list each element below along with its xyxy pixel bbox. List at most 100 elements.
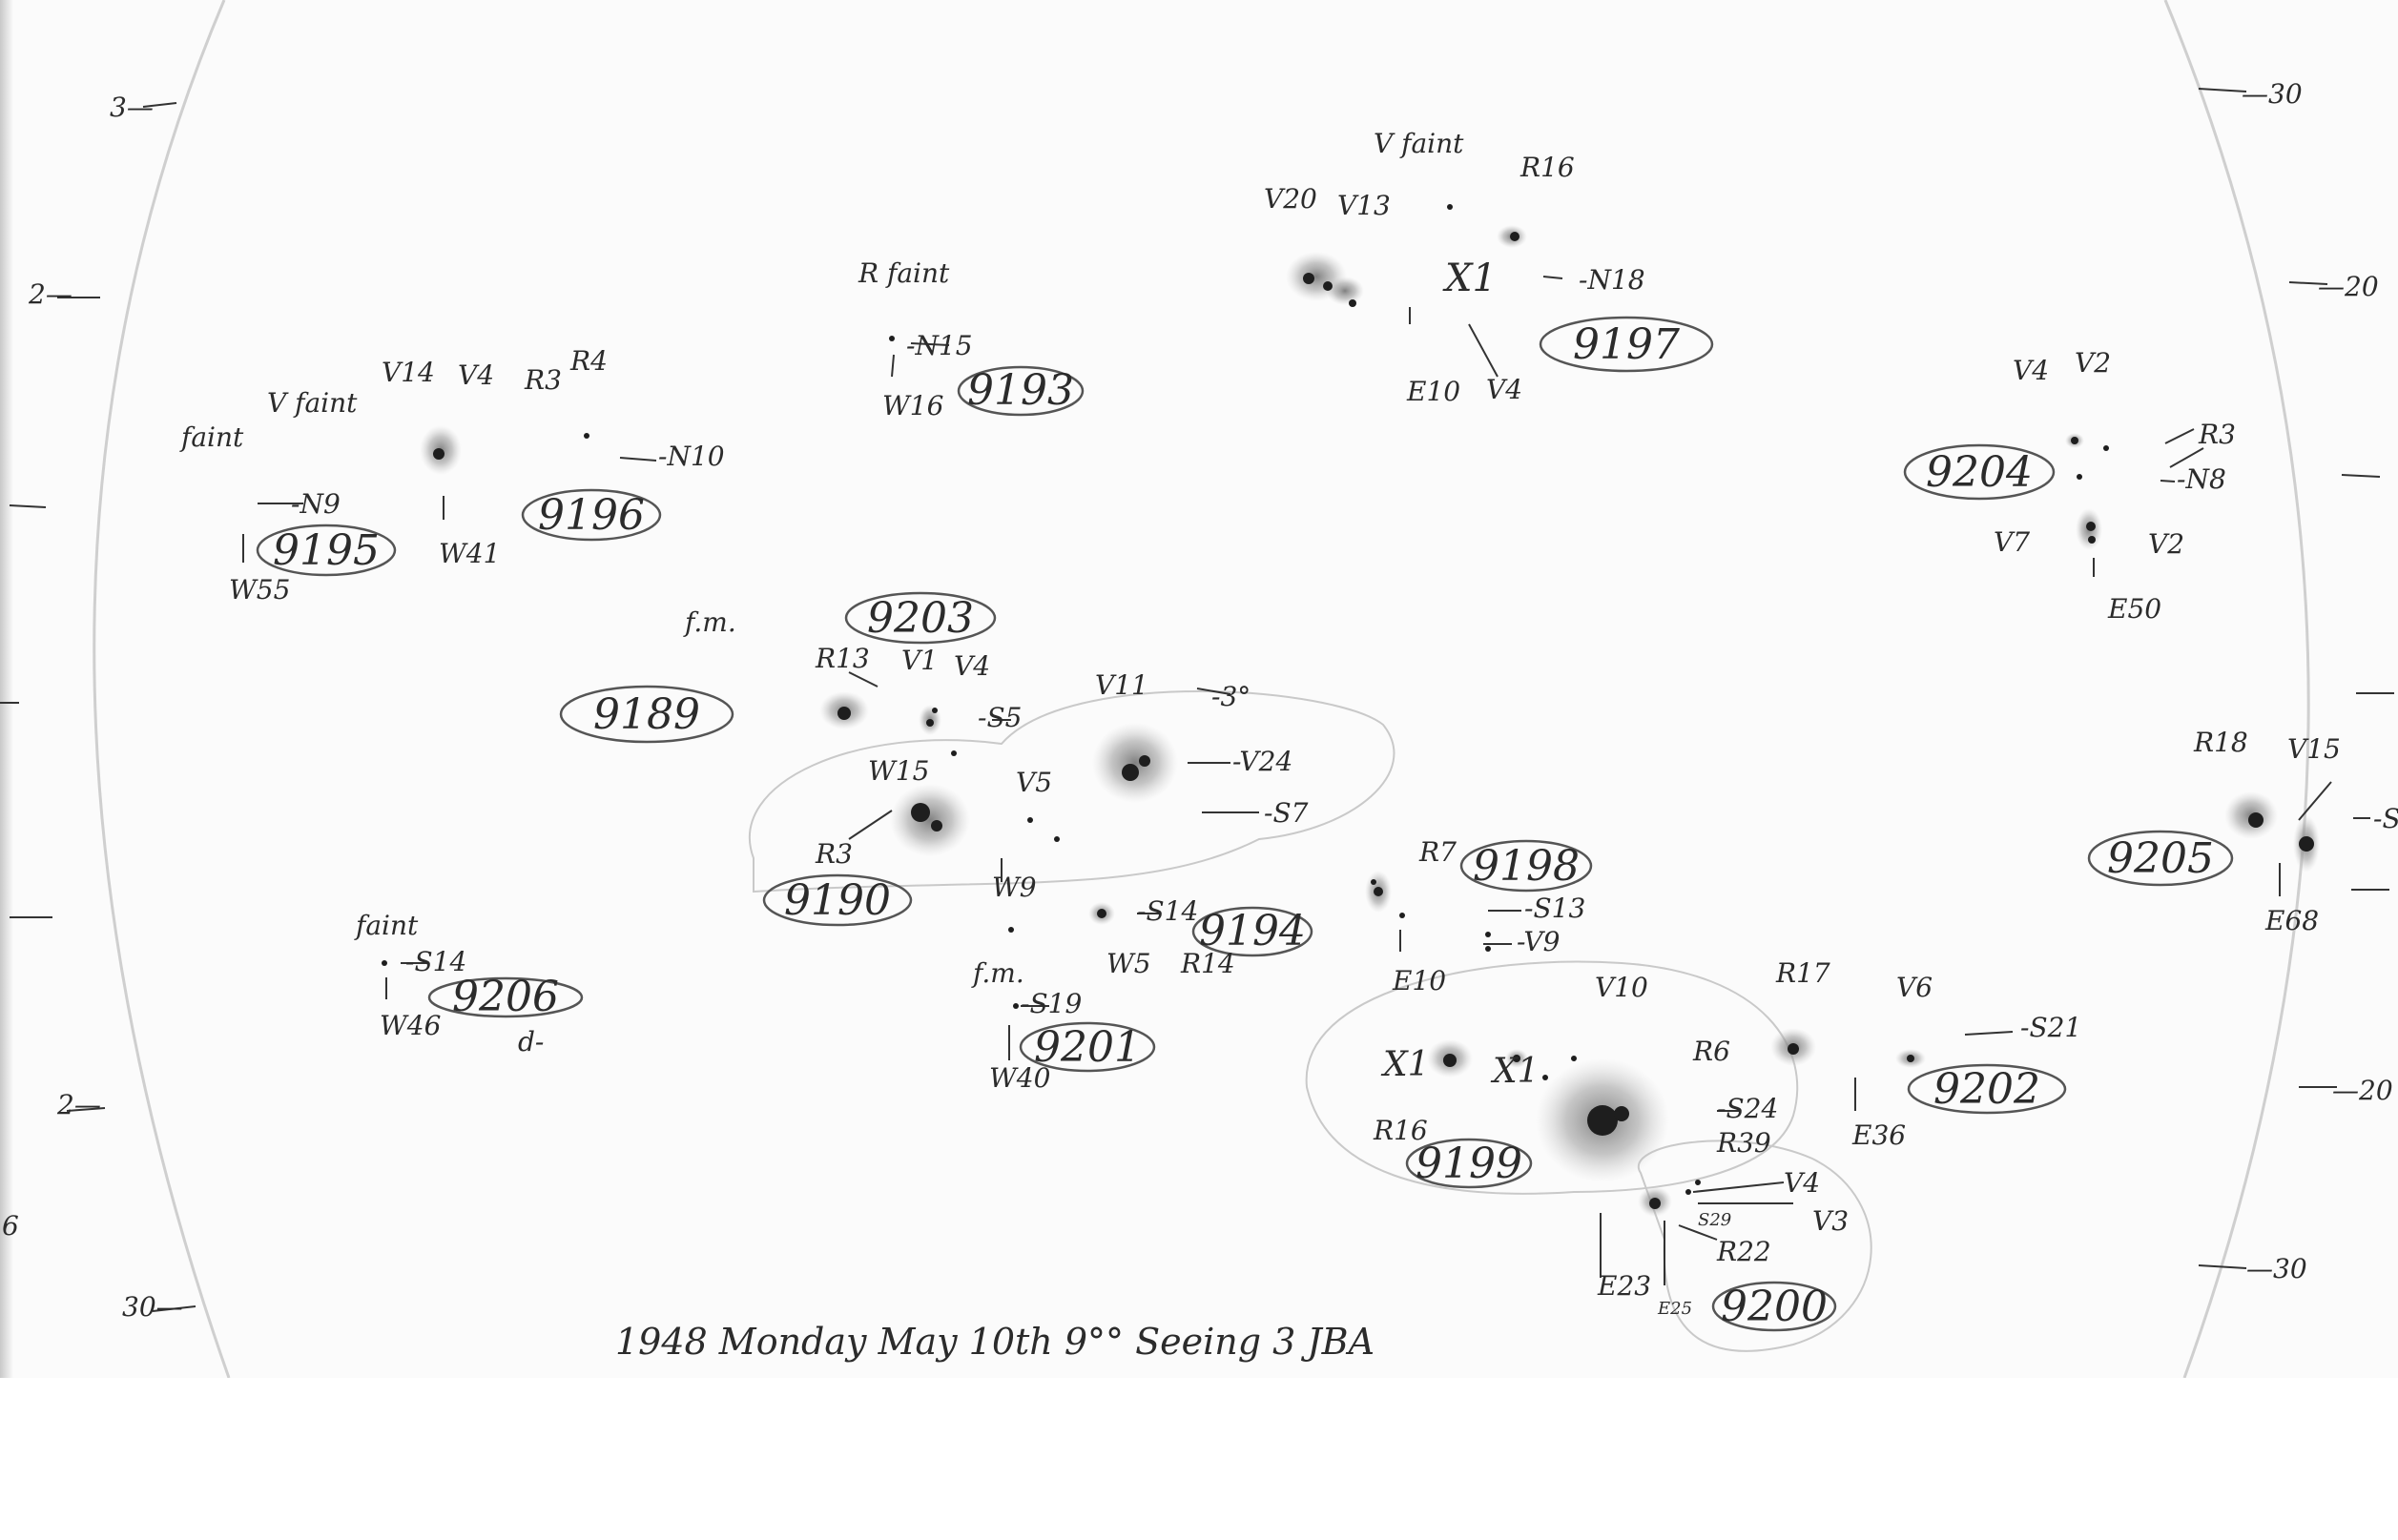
label: R3	[815, 838, 853, 870]
right-scale-label: —30	[2242, 78, 2303, 110]
left-scale-labels: 3— 2— 2— 30— 6	[2, 92, 183, 1323]
region-number-9206: 9206	[452, 973, 559, 1021]
label: R16	[1519, 152, 1575, 183]
label: R22	[1716, 1236, 1771, 1267]
sunspot-drawing: 3— 2— 2— 30— 6 —30 —20 —20 —30	[0, 0, 2398, 1378]
label: R4	[569, 345, 608, 377]
right-scale	[2198, 88, 2394, 1269]
left-scale-label: 2—	[28, 278, 72, 310]
bottom-margin	[0, 1378, 2398, 1540]
label: E68	[2264, 905, 2319, 936]
solar-limb	[93, 0, 231, 1378]
label: -N9	[291, 488, 341, 520]
label: -N10	[658, 441, 725, 472]
label: R16	[1373, 1115, 1428, 1146]
label: -V24	[1232, 746, 1292, 777]
label: V6	[1896, 972, 1933, 1003]
label: R39	[1716, 1127, 1771, 1159]
label: V4	[458, 359, 494, 391]
label: -S14	[405, 946, 466, 977]
label: E25	[1657, 1299, 1692, 1319]
label: V3	[1812, 1205, 1849, 1237]
region-numbers: 9195 9196 9193 9197 9204 9203 9189 9190 …	[273, 320, 2214, 1331]
region-number-9203: 9203	[867, 594, 974, 643]
label: V13	[1337, 190, 1391, 221]
right-scale-label: —30	[2246, 1253, 2307, 1284]
label: -N8	[2177, 463, 2226, 495]
label: -V9	[1517, 926, 1560, 957]
left-scale	[0, 102, 196, 1312]
label: W46	[380, 1010, 441, 1041]
label: W41	[439, 538, 500, 569]
sunspot	[1092, 723, 1178, 803]
right-scale-labels: —30 —20 —20 —30	[2242, 78, 2393, 1284]
region-number-9195: 9195	[273, 526, 380, 575]
label: E36	[1851, 1119, 1906, 1151]
label: W15	[868, 755, 929, 787]
label: W16	[882, 390, 943, 421]
sunspot	[890, 784, 970, 856]
label: X1	[1380, 1045, 1430, 1084]
drawing-caption: 1948 Monday May 10th 9°° Seeing 3 JBA	[615, 1321, 1375, 1363]
label: faint	[179, 421, 244, 453]
left-scale-label: 6	[2, 1210, 19, 1242]
label: -S5	[978, 702, 1022, 733]
left-scale-label: 3—	[110, 92, 154, 123]
label: E10	[1392, 965, 1446, 996]
label: V4	[2013, 355, 2049, 386]
label: R faint	[858, 257, 950, 289]
label: -N15	[906, 330, 973, 361]
label: V faint	[1374, 128, 1464, 159]
label: W40	[989, 1062, 1050, 1094]
region-ovals	[256, 316, 2234, 1332]
label: -S	[2373, 803, 2398, 834]
label: V11	[1095, 669, 1148, 701]
label: f.m.	[683, 606, 736, 638]
label: W55	[229, 574, 290, 606]
label: V4	[1486, 374, 1522, 405]
label: V faint	[267, 387, 358, 419]
left-scale-label: 2—	[56, 1089, 101, 1120]
label: -S21	[2020, 1012, 2081, 1043]
region-number-9196: 9196	[538, 491, 645, 540]
sheet-edge-shadow	[0, 0, 13, 1378]
label: V7	[1994, 526, 2030, 558]
label: -S13	[1524, 893, 1585, 924]
pointer-lines	[242, 276, 2370, 1285]
label: faint	[354, 910, 419, 941]
label: R3	[524, 364, 562, 396]
right-scale-label: —20	[2332, 1075, 2393, 1106]
label: R14	[1180, 948, 1235, 979]
region-number-9201: 9201	[1034, 1023, 1141, 1072]
label: R7	[1418, 836, 1457, 868]
region-number-9190: 9190	[784, 876, 891, 925]
label: X1	[1442, 257, 1497, 300]
region-number-9200: 9200	[1721, 1283, 1828, 1331]
region-number-9189: 9189	[593, 690, 700, 739]
label: R13	[815, 643, 870, 674]
label: V4	[954, 650, 990, 682]
label: -S19	[1021, 988, 1082, 1019]
label: E50	[2107, 593, 2161, 625]
label: d-	[518, 1026, 544, 1057]
label: R6	[1692, 1036, 1730, 1067]
label: V10	[1595, 972, 1648, 1003]
region-number-9194: 9194	[1199, 907, 1306, 955]
label: V15	[2287, 733, 2341, 765]
label: R3	[2198, 419, 2236, 450]
region-number-9202: 9202	[1933, 1065, 2040, 1114]
label: E10	[1406, 376, 1460, 407]
label: -N18	[1579, 264, 1645, 296]
region-number-9205: 9205	[2107, 834, 2214, 883]
label: E23	[1597, 1270, 1651, 1302]
drawing-sheet: 3— 2— 2— 30— 6 —30 —20 —20 —30	[0, 0, 2398, 1378]
label: V4	[1784, 1167, 1820, 1199]
label: -3°	[1211, 681, 1251, 712]
label: V2	[2148, 528, 2184, 560]
solar-limb	[2163, 0, 2310, 1378]
label: -S14	[1137, 895, 1198, 927]
region-number-9204: 9204	[1926, 448, 2033, 497]
region-number-9193: 9193	[967, 366, 1074, 415]
label: V20	[1264, 183, 1317, 215]
region-number-9197: 9197	[1573, 320, 1680, 369]
